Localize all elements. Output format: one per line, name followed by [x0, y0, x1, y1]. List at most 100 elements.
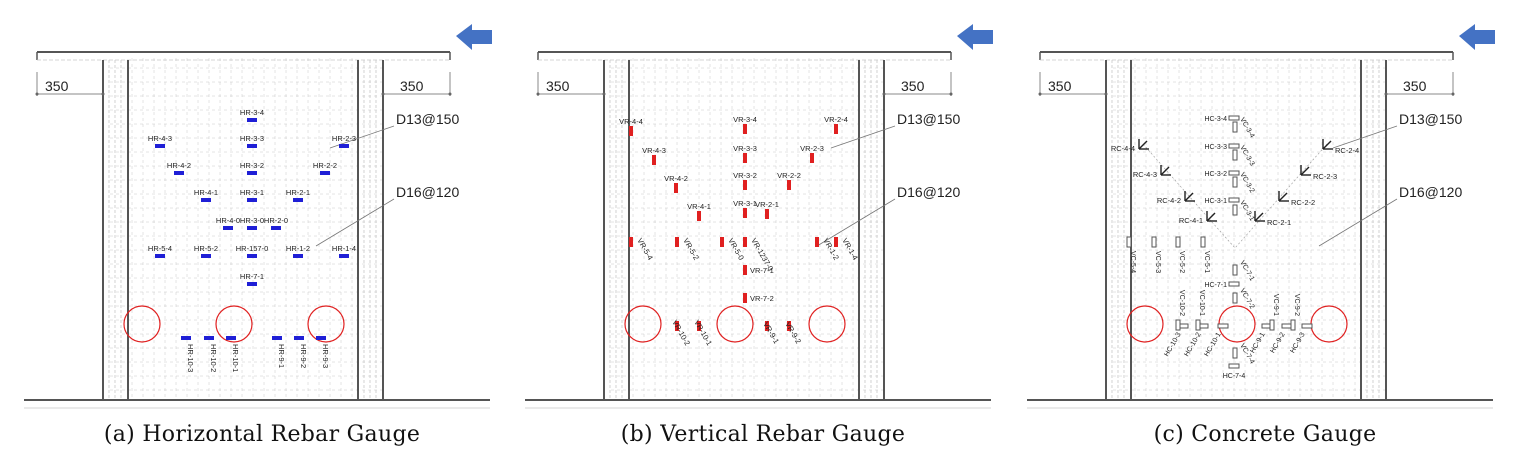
- gauge-vr-3-1: [743, 208, 747, 218]
- gauge-vc-5-4: [1126, 236, 1132, 248]
- gauge-label: VR-3-3: [733, 144, 757, 153]
- gauge-hr-4-1: [201, 198, 211, 202]
- gauge-hr-1-2: [293, 254, 303, 258]
- gauge-hr-4-3: [155, 144, 165, 148]
- rosette-rc-2-4: [1322, 139, 1333, 150]
- gauge-vr-9-2: [787, 321, 791, 331]
- dim-dot: [101, 92, 105, 96]
- gauge-label: HR-3-0: [240, 216, 264, 225]
- gauge-label: VR-10-2: [670, 318, 692, 347]
- gauge-label: VR-7-2: [750, 294, 774, 303]
- rosette-label: RC-4-2: [1157, 196, 1181, 205]
- caption-concrete: (c) Concrete Gauge: [1153, 422, 1377, 447]
- rosette-rc-2-2: [1278, 191, 1289, 202]
- duct-circle-3: [808, 305, 846, 343]
- gauge-vr-2-1: [765, 209, 769, 219]
- duct-circle-3: [307, 305, 345, 343]
- callout-d13-leader: [1332, 125, 1398, 149]
- gauge-label: HR-9-2: [299, 344, 308, 368]
- caption-horizontal: (a) Horizontal Rebar Gauge: [103, 422, 421, 447]
- callout-d16-leader: [315, 198, 395, 247]
- gauge-hr-3-1: [247, 198, 257, 202]
- gauge-label: VC-5-2: [1178, 251, 1185, 273]
- rosette-label: RC-2-4: [1335, 146, 1359, 155]
- gauge-hr-3-4: [247, 118, 257, 122]
- gauge-label: VC-5-4: [1129, 251, 1136, 273]
- dim-dot: [1038, 92, 1042, 96]
- gauge-vc-5-2: [1175, 236, 1181, 248]
- gauge-label: VR-7-1: [750, 266, 774, 275]
- gauge-label: HC-3-1: [1204, 198, 1227, 205]
- wall-grid: [611, 58, 885, 400]
- gauge-vr-10-2: [675, 321, 679, 331]
- duct-circle-3: [1310, 305, 1348, 343]
- gauge-label: HR-10-1: [231, 344, 240, 372]
- gauge-label: HR-2-3: [332, 134, 356, 143]
- gauge-hr-9-2: [294, 336, 304, 340]
- rosette-leg: [1184, 192, 1194, 202]
- gauge-vr-7-2: [743, 293, 747, 303]
- callout-d16-label: D16@120: [897, 184, 960, 200]
- rosette-label: RC-4-1: [1179, 216, 1203, 225]
- gauge-hc-3-3: [1228, 143, 1240, 149]
- gauge-label: HR-4-3: [148, 134, 172, 143]
- gauge-label: VC-5-1: [1203, 251, 1210, 273]
- gauge-label: VR-4-2: [664, 174, 688, 183]
- dimension-right-label: 350: [400, 78, 424, 94]
- gauge-label: HC-10-2: [1183, 331, 1202, 358]
- gauge-label: HC-9-2: [1269, 331, 1286, 354]
- gauge-hr-2-2: [320, 171, 330, 175]
- gauge-label: HR-4-2: [167, 161, 191, 170]
- callout-d16-label: D16@120: [396, 184, 459, 200]
- gauge-label: HC-7-1: [1204, 282, 1227, 289]
- gauge-hc-10-1: [1217, 323, 1229, 329]
- load-arrow-icon: [1459, 24, 1495, 50]
- load-arrow-icon: [456, 24, 492, 50]
- gauge-label: VC-3-3: [1238, 145, 1255, 168]
- gauge-label: VR-3-1: [733, 199, 757, 208]
- gauge-hr-10-3: [181, 336, 191, 340]
- dimension-left-label: 350: [1048, 78, 1072, 94]
- dim-dot: [381, 92, 385, 96]
- gauge-label: HR-1-4: [332, 244, 356, 253]
- dimension-right-label: 350: [901, 78, 925, 94]
- gauge-label: VR-10-1: [692, 318, 714, 347]
- callout-d16-label: D16@120: [1399, 184, 1462, 200]
- gauge-label: HC-10-1: [1203, 331, 1222, 358]
- rosette-leg: [1278, 192, 1288, 202]
- gauge-vr-2-3: [810, 153, 814, 163]
- gauge-vr-3-4: [743, 124, 747, 134]
- gauge-vr-3-3: [743, 153, 747, 163]
- gauge-vr-2-2: [787, 180, 791, 190]
- gauge-vr-3-2: [743, 180, 747, 190]
- gauge-hr-3-3: [247, 144, 257, 148]
- gauge-label: VC-3-2: [1238, 172, 1255, 195]
- gauge-vr-4-4: [629, 126, 633, 136]
- gauge-hc-7-1: [1228, 281, 1240, 287]
- gauge-vc-3-4: [1232, 121, 1238, 133]
- callout-d16-leader: [1318, 198, 1398, 247]
- gauge-vr-1-4: [834, 237, 838, 247]
- gauge-label: VR-2-2: [777, 171, 801, 180]
- gauge-hr-3-0: [247, 226, 257, 230]
- gauge-hr-1-4: [339, 254, 349, 258]
- dimension-left-label: 350: [546, 78, 570, 94]
- gauge-vc-7-2: [1232, 292, 1238, 304]
- gauge-label: VC-3-1: [1238, 200, 1255, 223]
- gauge-label: VR-5-4: [635, 237, 655, 262]
- dim-dot: [1451, 92, 1455, 96]
- rosette-label: RC-2-3: [1313, 172, 1337, 181]
- gauge-label: VC-3-4: [1238, 117, 1255, 140]
- gauge-label: HR-10-3: [186, 344, 195, 372]
- gauge-label: VR-9-2: [783, 320, 803, 345]
- gauge-vc-5-3: [1151, 236, 1157, 248]
- gauge-vr-7-1: [743, 265, 747, 275]
- rosette-rc-4-2: [1184, 191, 1195, 202]
- gauge-vc-3-3: [1232, 149, 1238, 161]
- gauge-hr-2-0: [271, 226, 281, 230]
- gauge-label: VC-10-1: [1198, 290, 1205, 316]
- dim-dot: [1384, 92, 1388, 96]
- wall-grid: [1113, 58, 1387, 400]
